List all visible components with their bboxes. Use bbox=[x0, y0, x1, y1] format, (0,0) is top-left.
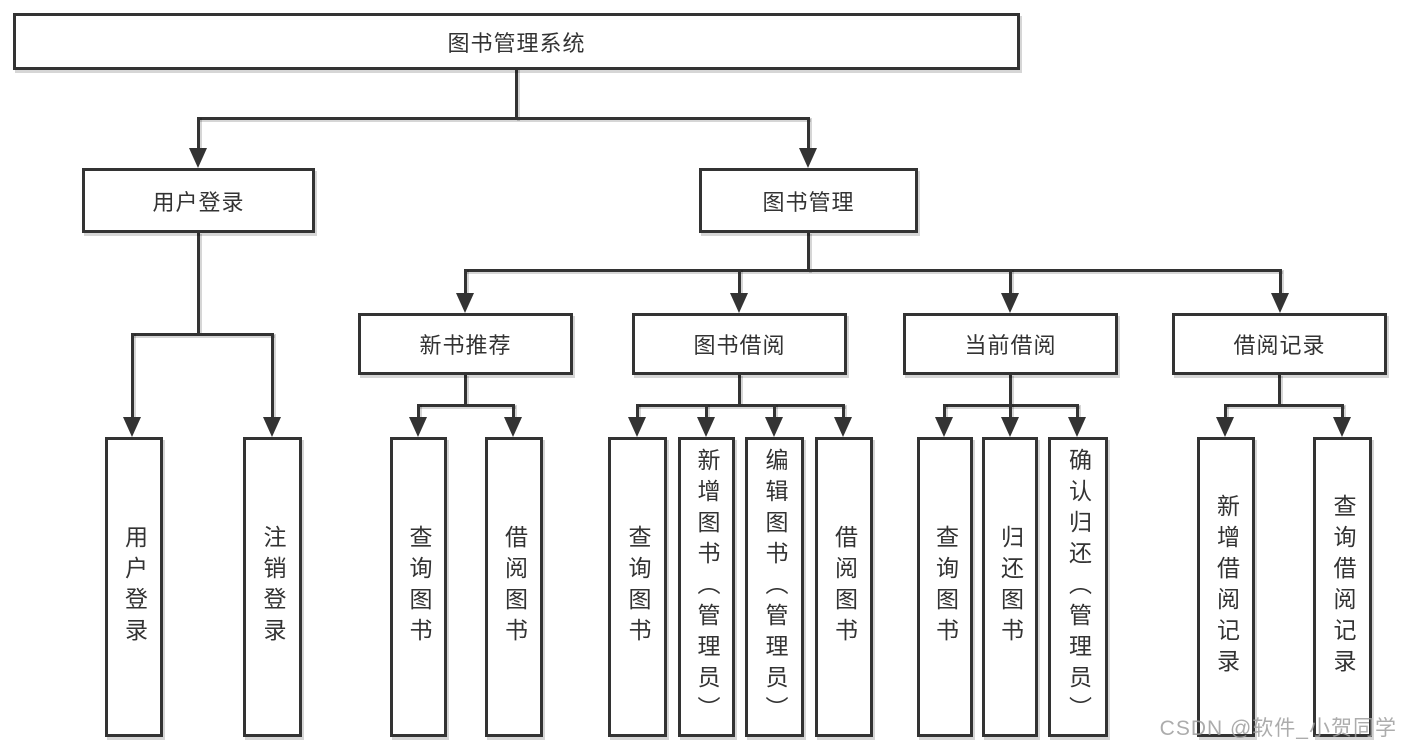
connector-line bbox=[943, 404, 946, 417]
arrow-down-icon bbox=[1271, 293, 1289, 313]
arrow-down-icon bbox=[189, 148, 207, 168]
node-new-book-recommendation: 新书推荐 bbox=[358, 313, 573, 375]
connector-line bbox=[1009, 375, 1012, 406]
leaf-confirm-return-admin: 确认归还（管理员） bbox=[1048, 437, 1108, 737]
connector-line bbox=[842, 404, 845, 417]
connector-line bbox=[464, 375, 467, 406]
leaf-query-books-recommend: 查询图书 bbox=[390, 437, 447, 737]
connector-line bbox=[636, 404, 845, 407]
connector-line bbox=[515, 68, 518, 120]
arrow-down-icon bbox=[123, 417, 141, 437]
arrow-down-icon bbox=[1216, 417, 1234, 437]
arrow-down-icon bbox=[1001, 293, 1019, 313]
connector-line bbox=[705, 404, 708, 417]
arrow-down-icon bbox=[935, 417, 953, 437]
csdn-watermark: CSDN @软件_小贺同学 bbox=[1159, 717, 1397, 740]
connector-line bbox=[1279, 269, 1282, 293]
connector-line bbox=[464, 269, 1282, 272]
connector-line bbox=[512, 404, 515, 417]
leaf-add-borrow-record: 新增借阅记录 bbox=[1197, 437, 1255, 737]
arrow-down-icon bbox=[628, 417, 646, 437]
connector-line bbox=[1076, 404, 1079, 417]
arrow-down-icon bbox=[1001, 417, 1019, 437]
node-library-management-system: 图书管理系统 bbox=[13, 13, 1020, 70]
leaf-add-book-admin: 新增图书（管理员） bbox=[678, 437, 735, 737]
leaf-return-books: 归还图书 bbox=[982, 437, 1038, 737]
connector-line bbox=[271, 333, 274, 417]
connector-line bbox=[197, 117, 810, 120]
node-borrowing-records: 借阅记录 bbox=[1172, 313, 1387, 375]
leaf-user-login: 用户登录 bbox=[105, 437, 163, 737]
arrow-down-icon bbox=[765, 417, 783, 437]
connector-line bbox=[807, 117, 810, 148]
arrow-down-icon bbox=[834, 417, 852, 437]
connector-line bbox=[738, 375, 741, 406]
leaf-query-books-borrowing: 查询图书 bbox=[608, 437, 667, 737]
leaf-borrow-books-recommend: 借阅图书 bbox=[485, 437, 543, 737]
connector-line bbox=[131, 333, 134, 417]
leaf-logout: 注销登录 bbox=[243, 437, 302, 737]
connector-line bbox=[197, 233, 200, 335]
arrow-down-icon bbox=[1068, 417, 1086, 437]
arrow-down-icon bbox=[456, 293, 474, 313]
connector-line bbox=[417, 404, 420, 417]
connector-line bbox=[1224, 404, 1227, 417]
node-book-borrowing: 图书借阅 bbox=[632, 313, 847, 375]
connector-line bbox=[197, 117, 200, 148]
leaf-edit-book-admin: 编辑图书（管理员） bbox=[745, 437, 804, 737]
arrow-down-icon bbox=[409, 417, 427, 437]
connector-line bbox=[773, 404, 776, 417]
connector-line bbox=[807, 233, 810, 272]
arrow-down-icon bbox=[697, 417, 715, 437]
leaf-borrow-books: 借阅图书 bbox=[815, 437, 873, 737]
arrow-down-icon bbox=[799, 148, 817, 168]
connector-line bbox=[738, 269, 741, 293]
connector-line bbox=[1341, 404, 1344, 417]
connector-line bbox=[1009, 269, 1012, 293]
connector-line bbox=[636, 404, 639, 417]
node-current-borrowing: 当前借阅 bbox=[903, 313, 1118, 375]
leaf-query-books-current: 查询图书 bbox=[917, 437, 973, 737]
connector-line bbox=[1224, 404, 1344, 407]
arrow-down-icon bbox=[730, 293, 748, 313]
connector-line bbox=[417, 404, 515, 407]
node-book-management: 图书管理 bbox=[699, 168, 918, 233]
connector-line bbox=[464, 269, 467, 293]
arrow-down-icon bbox=[504, 417, 522, 437]
arrow-down-icon bbox=[263, 417, 281, 437]
connector-line bbox=[1009, 404, 1012, 417]
node-user-login: 用户登录 bbox=[82, 168, 315, 233]
leaf-query-borrow-record: 查询借阅记录 bbox=[1313, 437, 1372, 737]
arrow-down-icon bbox=[1333, 417, 1351, 437]
connector-line bbox=[1278, 375, 1281, 406]
connector-line bbox=[131, 333, 274, 336]
